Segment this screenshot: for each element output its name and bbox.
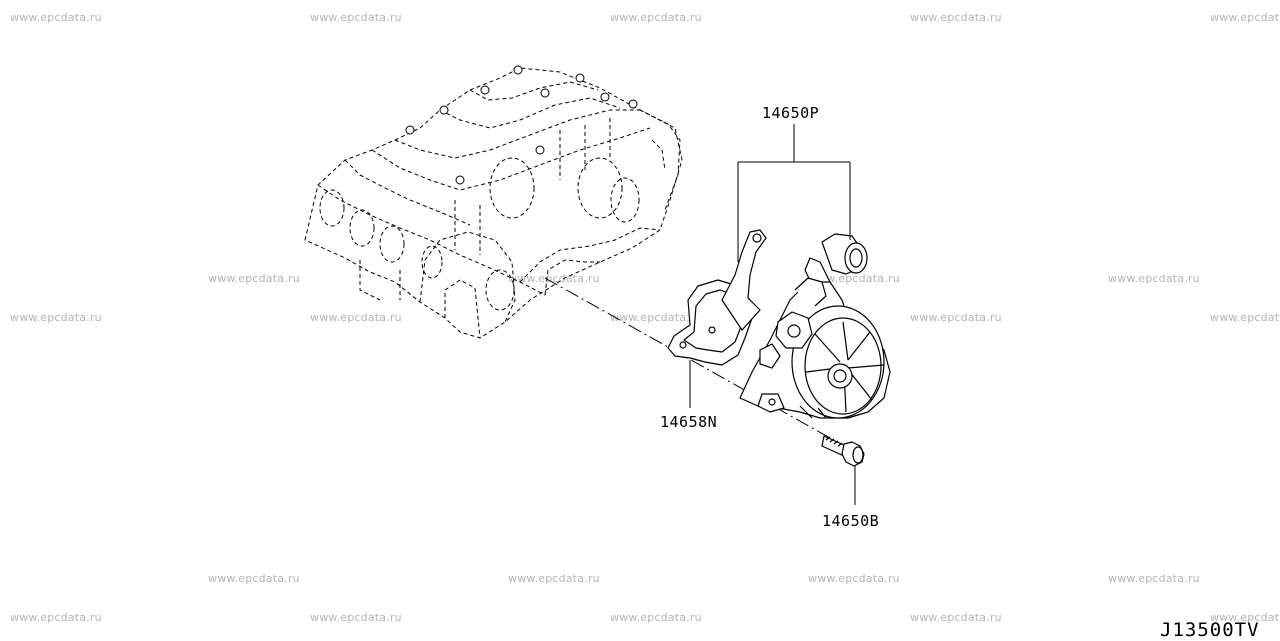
watermark: www.epcdata.ru <box>10 611 102 624</box>
engine-block-outline <box>304 67 683 339</box>
head-bolts <box>405 65 638 185</box>
watermark: www.epcdata.ru <box>208 272 300 285</box>
watermark: www.epcdata.ru <box>1108 572 1200 585</box>
watermark: www.epcdata.ru <box>610 11 702 24</box>
vacuum-pump <box>721 229 891 419</box>
watermark: www.epcdata.ru <box>1210 11 1280 24</box>
watermark: www.epcdata.ru <box>910 611 1002 624</box>
watermark: www.epcdata.ru <box>10 11 102 24</box>
leader-lines <box>689 124 856 505</box>
watermark: www.epcdata.ru <box>310 311 402 324</box>
watermark: www.epcdata.ru <box>610 611 702 624</box>
watermark: www.epcdata.ru <box>808 572 900 585</box>
watermark: www.epcdata.ru <box>310 611 402 624</box>
watermark: www.epcdata.ru <box>10 311 102 324</box>
diagram-id: J13500TV <box>1160 619 1260 641</box>
watermark: www.epcdata.ru <box>1210 311 1280 324</box>
part-label-bolt[interactable]: 14650B <box>822 512 880 530</box>
watermark: www.epcdata.ru <box>1210 611 1280 624</box>
watermark: www.epcdata.ru <box>808 272 900 285</box>
bolt <box>821 435 865 467</box>
part-label-vacuum-pump[interactable]: 14650P <box>762 104 820 122</box>
watermark: www.epcdata.ru <box>208 572 300 585</box>
watermark: www.epcdata.ru <box>310 11 402 24</box>
watermark: www.epcdata.ru <box>508 272 600 285</box>
watermark: www.epcdata.ru <box>1108 272 1200 285</box>
watermark: www.epcdata.ru <box>910 11 1002 24</box>
part-label-gasket[interactable]: 14658N <box>660 413 718 431</box>
watermark: www.epcdata.ru <box>508 572 600 585</box>
watermark: www.epcdata.ru <box>610 311 702 324</box>
watermark: www.epcdata.ru <box>910 311 1002 324</box>
